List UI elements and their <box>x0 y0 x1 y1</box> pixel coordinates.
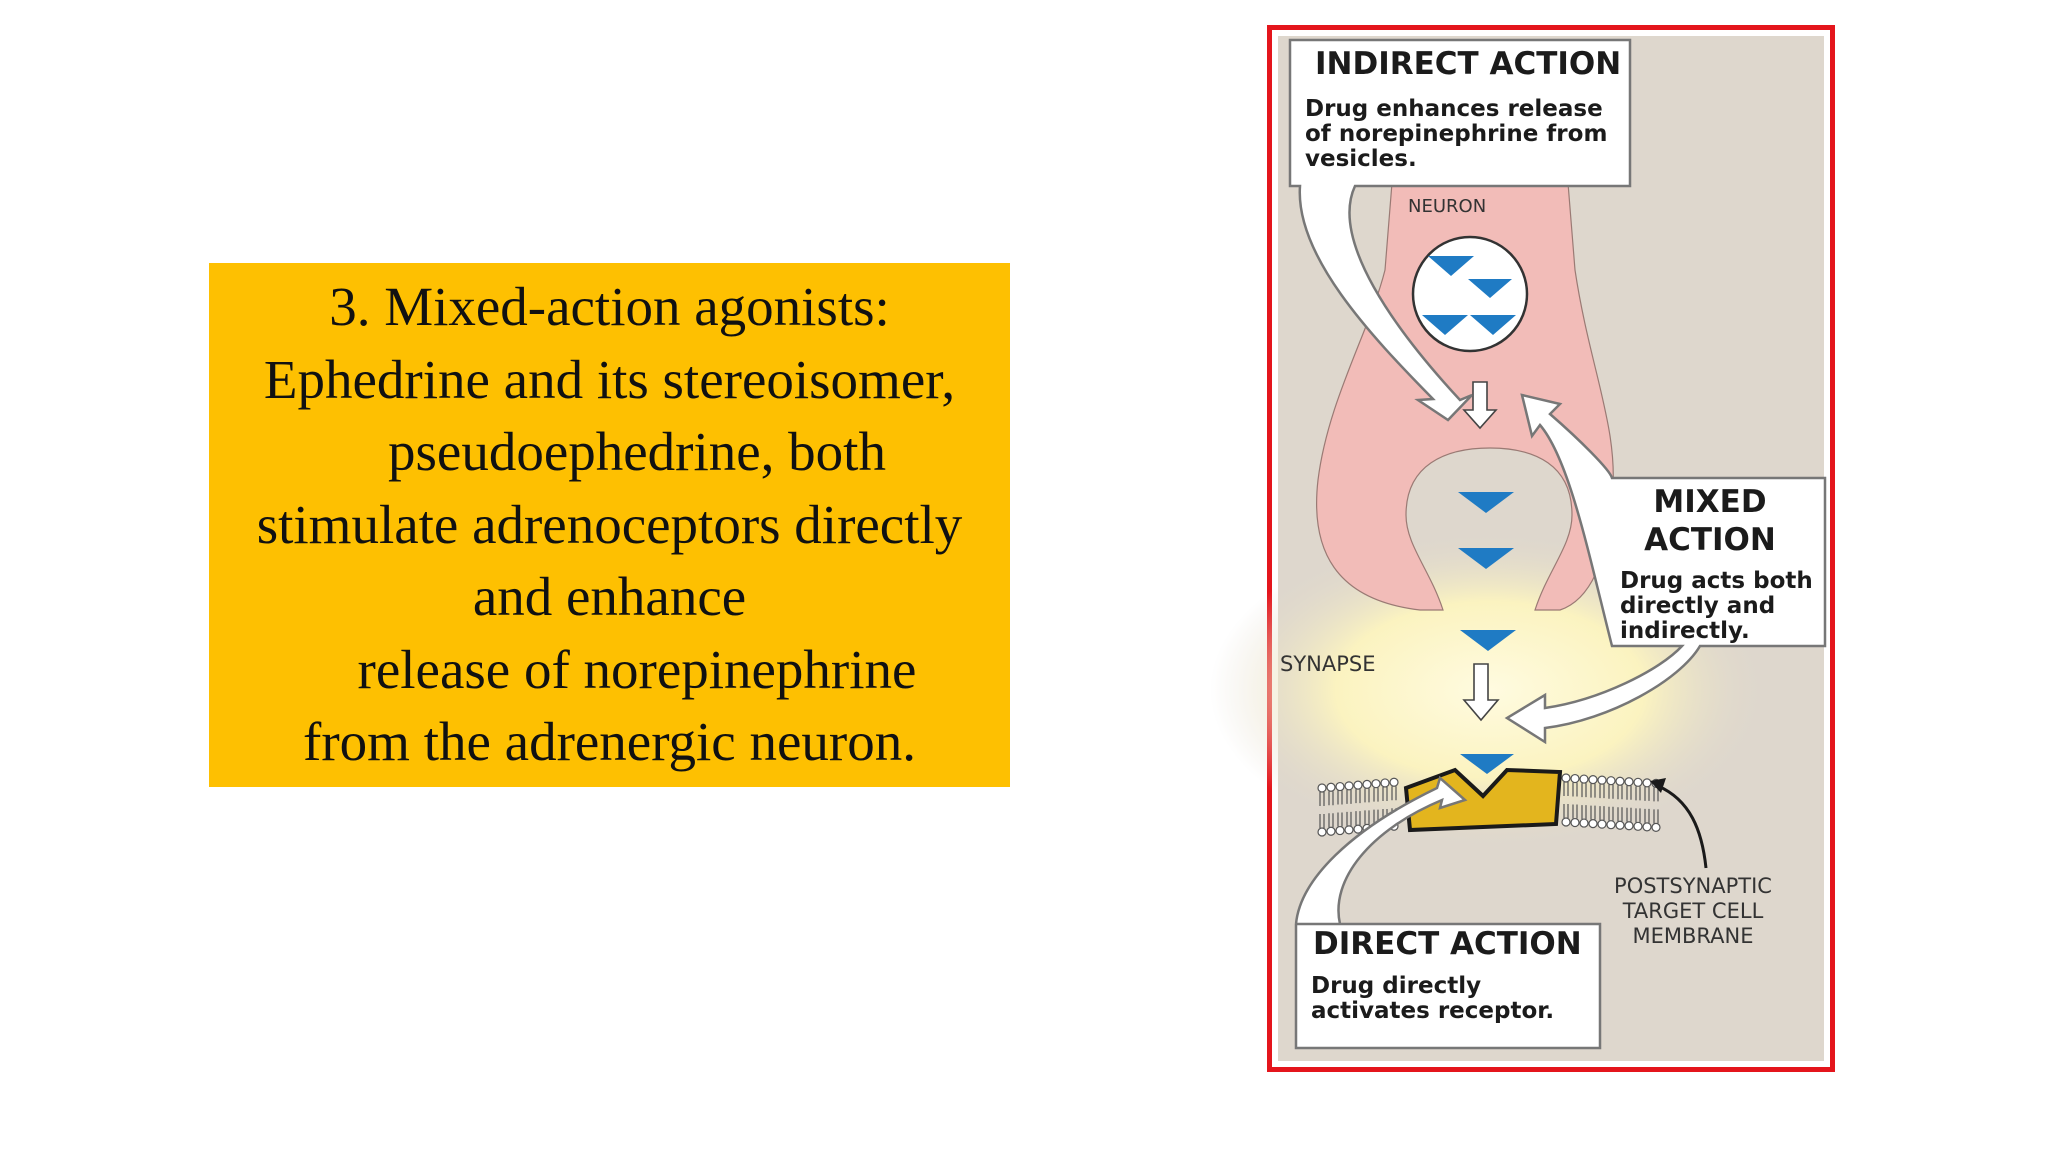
phospholipid <box>1588 775 1598 829</box>
text-line-5: and enhance <box>472 566 747 628</box>
phospholipid <box>1606 776 1616 830</box>
mixed-action-title-2: ACTION <box>1644 522 1776 558</box>
indirect-action-title: INDIRECT ACTION <box>1315 46 1621 82</box>
text-line-2: Ephedrine and its stereoisomer, <box>263 348 956 410</box>
membrane-label-1: POSTSYNAPTIC <box>1614 874 1772 898</box>
mixed-action-callout <box>1504 393 1827 745</box>
ne-molecule <box>1470 315 1516 335</box>
indirect-action-body-1: Drug enhances release <box>1305 96 1603 122</box>
text-line-7: from the adrenergic neuron. <box>303 711 916 773</box>
direct-action-title: DIRECT ACTION <box>1313 926 1582 962</box>
text-line-6: release of norepinephrine <box>302 638 917 700</box>
ne-molecule <box>1428 256 1474 276</box>
ne-molecule <box>1458 548 1514 569</box>
phospholipid <box>1615 776 1625 830</box>
text-line-1: 3. Mixed-action agonists: <box>329 276 890 338</box>
norepinephrine-molecules <box>1422 256 1516 774</box>
membrane-label-2: TARGET CELL <box>1622 899 1764 923</box>
mixed-action-title-1: MIXED <box>1653 484 1766 520</box>
release-arrow-upper <box>1462 381 1498 430</box>
phospholipid <box>1624 777 1634 831</box>
ne-molecule <box>1460 754 1514 774</box>
phospholipid <box>1570 773 1580 828</box>
indirect-action-body-3: vesicles. <box>1305 146 1417 172</box>
synapse-label: SYNAPSE <box>1280 652 1376 676</box>
phospholipid <box>1579 774 1589 828</box>
phospholipid <box>1326 782 1336 836</box>
release-arrow-lower <box>1462 663 1500 722</box>
mixed-action-text-box: 3. Mixed-action agonists: Ephedrine and … <box>209 263 1010 787</box>
mixed-action-body-2: directly and <box>1620 593 1775 619</box>
ne-molecule <box>1468 279 1512 298</box>
phospholipid <box>1335 781 1345 836</box>
direct-action-body-1: Drug directly <box>1311 973 1481 999</box>
ne-molecule <box>1458 492 1514 513</box>
vesicle <box>1411 235 1529 353</box>
text-line-3: pseudoephedrine, both <box>333 421 886 483</box>
mixed-action-body-3: indirectly. <box>1620 618 1750 644</box>
phospholipid <box>1317 783 1327 837</box>
ne-molecule <box>1422 315 1468 335</box>
membrane-pointer-arrow <box>1657 784 1708 869</box>
phospholipid <box>1633 777 1643 831</box>
phospholipid <box>1597 775 1607 829</box>
direct-action-callout <box>1294 775 1602 1050</box>
membrane-label-3: MEMBRANE <box>1633 924 1754 948</box>
ne-molecule <box>1460 630 1516 651</box>
phospholipid <box>1353 780 1363 834</box>
indirect-action-callout <box>1288 38 1632 422</box>
neuron-label: NEURON <box>1408 196 1486 217</box>
membrane-pointer-head <box>1650 778 1666 793</box>
mixed-action-body-1: Drug acts both <box>1620 568 1813 594</box>
phospholipid <box>1642 778 1652 832</box>
text-line-4: stimulate adrenoceptors directly <box>256 493 963 555</box>
direct-action-body-2: activates receptor. <box>1311 998 1554 1024</box>
indirect-action-body-2: of norepinephrine from <box>1305 121 1607 147</box>
phospholipid <box>1344 781 1354 835</box>
phospholipid <box>1561 773 1571 827</box>
